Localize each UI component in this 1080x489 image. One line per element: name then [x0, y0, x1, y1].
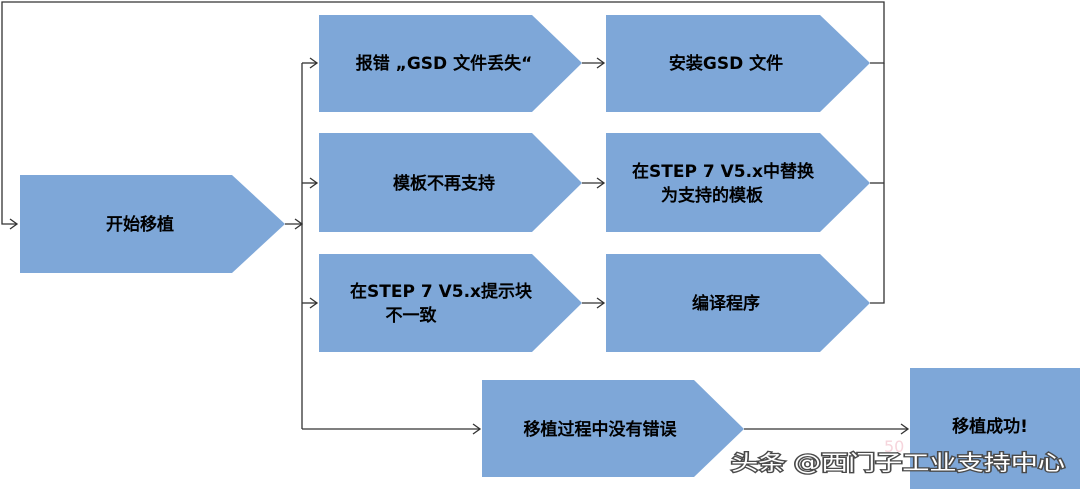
fix-node-compile: 编译程序 [606, 254, 870, 352]
success-label: 移植成功! [952, 416, 1028, 437]
connectors [1, 1, 910, 435]
issue-label-block-inconsistent: 在STEP 7 V5.x提示块 不一致 [350, 281, 538, 326]
watermark-text: 头条 @西门子工业支持中心 [731, 451, 1065, 475]
issue-node-gsd-missing: 报错 „GSD 文件丢失“ [319, 15, 582, 112]
issue-label-line: 报错 „GSD 文件丢失“ [356, 53, 533, 74]
fix-label-line: 安装GSD 文件 [669, 53, 783, 74]
fix1-arrowhead [596, 57, 606, 69]
start-label-line: 开始移植 [106, 214, 174, 235]
issue-label-module-unsupported: 模板不再支持 [393, 173, 495, 194]
fix-label-replace-module: 在STEP 7 V5.x中替换 为支持的模板 [632, 161, 820, 206]
fix-label-compile: 编译程序 [692, 293, 760, 314]
start-node: 开始移植 [20, 175, 285, 273]
issue-shape-gsd-missing [319, 15, 582, 112]
success-shape [910, 368, 1080, 489]
fix-node-replace-module: 在STEP 7 V5.x中替换 为支持的模板 [606, 133, 870, 232]
issue-shape-module-unsupported [319, 133, 582, 232]
fix-label-line-2: 为支持的模板 [661, 185, 764, 206]
issue-node-module-unsupported: 模板不再支持 [319, 133, 582, 232]
success-label-line: 移植成功! [952, 416, 1028, 437]
issue-node-block-inconsistent: 在STEP 7 V5.x提示块 不一致 [319, 254, 582, 352]
no-error-node: 移植过程中没有错误 [482, 380, 744, 477]
no-error-label-line: 移植过程中没有错误 [524, 419, 678, 440]
watermark-faint-text: 50 [884, 437, 904, 456]
start-label: 开始移植 [106, 214, 174, 235]
no-error-arrowhead [472, 423, 482, 435]
success-node: 移植成功! [910, 368, 1080, 489]
fix3-return-connector [870, 63, 885, 304]
issue3-arrowhead [309, 297, 319, 309]
fix-label-install-gsd: 安装GSD 文件 [669, 53, 783, 74]
success-arrowhead [900, 423, 910, 435]
start-shape [20, 175, 285, 273]
fix3-arrowhead [596, 297, 606, 309]
issue-label-line: 模板不再支持 [393, 173, 495, 194]
no-error-label: 移植过程中没有错误 [524, 419, 678, 440]
issue-label-line-2: 不一致 [386, 305, 438, 326]
issue-label-line-1: 在STEP 7 V5.x提示块 [350, 281, 533, 302]
fix-label-line-1: 在STEP 7 V5.x中替换 [632, 161, 815, 182]
no-error-shape [482, 380, 744, 477]
fix-shape-install-gsd [606, 15, 870, 112]
start-arrowhead [9, 218, 19, 230]
fix2-arrowhead [596, 177, 606, 189]
issue-label-gsd-missing: 报错 „GSD 文件丢失“ [356, 53, 533, 74]
issue-shape-block-inconsistent [319, 254, 582, 352]
fix-label-line: 编译程序 [692, 293, 760, 314]
fix-shape-replace-module [606, 133, 870, 232]
fix-node-install-gsd: 安装GSD 文件 [606, 15, 870, 112]
issue2-arrowhead [309, 177, 319, 189]
loop-back-connector [1, 1, 885, 225]
watermark: 50 头条 @西门子工业支持中心 [730, 437, 1067, 476]
issue1-arrowhead [309, 57, 319, 69]
fix-shape-compile [606, 254, 870, 352]
